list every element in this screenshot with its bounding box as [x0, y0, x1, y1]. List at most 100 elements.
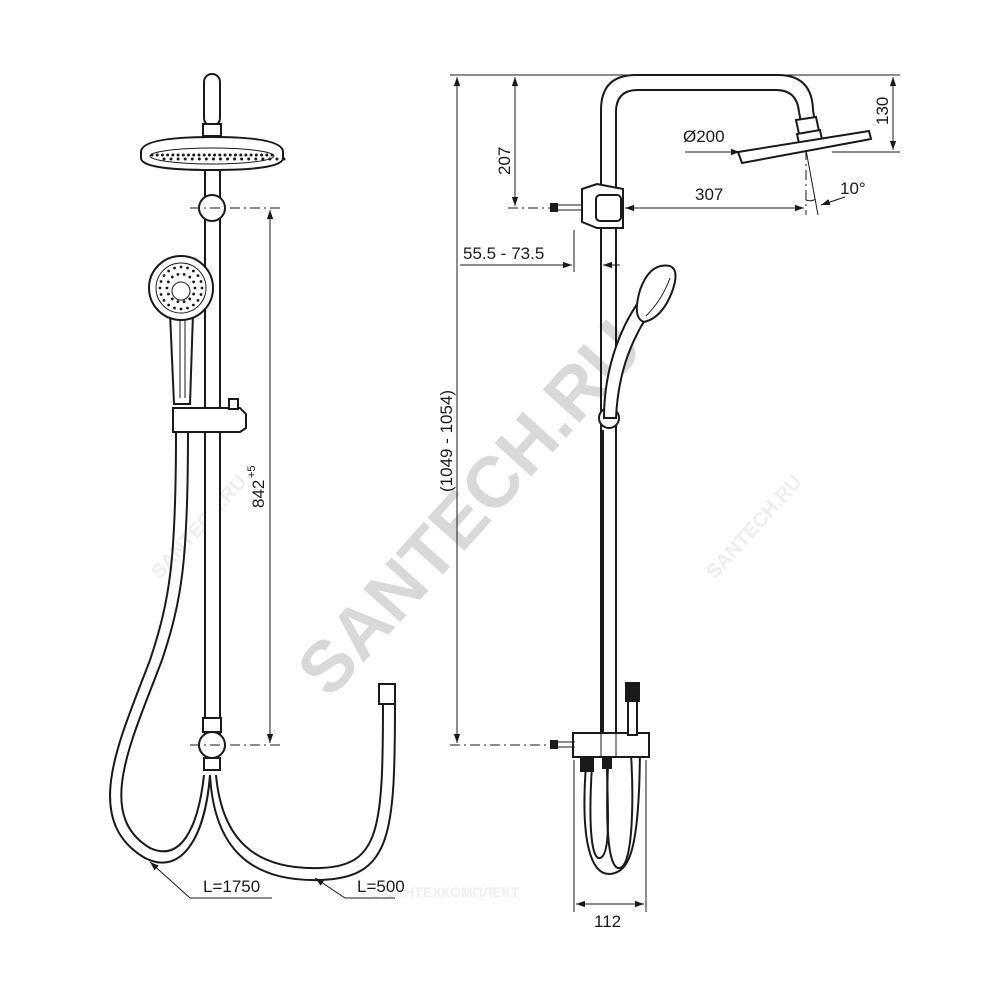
- nozzle-dot: [167, 303, 171, 307]
- nozzle-dot: [199, 280, 203, 283]
- nozzle-dot: [233, 157, 237, 161]
- front-hand-shower-icon: [148, 255, 214, 321]
- nozzle-dot: [166, 280, 170, 284]
- watermark-small-right: SANTECH.RU: [702, 471, 806, 583]
- nozzle-dot: [162, 157, 166, 161]
- nozzle-dot: [282, 157, 286, 161]
- nozzle-dot: [244, 153, 248, 157]
- dim-bottom-width: 112: [594, 912, 621, 931]
- nozzle-dot: [240, 157, 244, 161]
- nozzle-dot: [218, 157, 222, 161]
- nozzle-dot: [192, 280, 196, 284]
- front-hose-long: [109, 431, 211, 864]
- nozzle-dot: [179, 265, 183, 269]
- front-hose-long-inner: [120, 431, 205, 853]
- nozzle-dot: [162, 274, 166, 278]
- nozzle-dot: [173, 266, 176, 270]
- dim-rail-height: 842: [249, 480, 268, 508]
- front-overhead-shower-icon: [140, 135, 286, 172]
- front-slider-knob: [228, 398, 239, 410]
- nozzle-dot: [162, 298, 166, 302]
- side-arm-outer: [600, 74, 816, 745]
- nozzle-dot: [186, 306, 189, 310]
- nozzle-dot: [186, 266, 189, 270]
- nozzle-dot: [202, 153, 206, 157]
- nozzle-dot: [254, 157, 258, 161]
- nozzle-dot: [228, 153, 232, 157]
- nozzle-dot: [187, 153, 191, 157]
- nozzle-dot: [176, 272, 180, 276]
- nozzle-dot: [188, 275, 192, 279]
- nozzle-dot: [167, 269, 171, 273]
- nozzle-dot: [261, 157, 265, 161]
- front-hose-short: [215, 699, 384, 870]
- nozzle-dot: [239, 153, 243, 157]
- nozzle-dot: [226, 157, 230, 161]
- front-rail: [204, 169, 221, 741]
- dim-head-diameter: Ø200: [683, 127, 725, 146]
- nozzle-dot: [196, 298, 200, 302]
- nozzle-dot: [211, 157, 215, 161]
- nozzle-dot: [213, 153, 217, 157]
- side-diverter: [572, 732, 650, 758]
- nozzle-dot: [197, 153, 201, 157]
- nozzle-dot: [193, 286, 197, 290]
- side-arm-inner: [615, 89, 802, 745]
- nozzle-dot: [249, 153, 253, 157]
- nozzle-dot: [268, 157, 272, 161]
- nozzle-dot: [199, 293, 203, 296]
- nozzle-dot: [183, 157, 187, 161]
- nozzle-dot: [171, 153, 175, 157]
- nozzle-dot: [265, 153, 269, 157]
- nozzle-dot: [191, 303, 195, 307]
- side-hose: [589, 430, 610, 859]
- nozzle-dot: [170, 275, 174, 279]
- nozzle-dot: [159, 280, 163, 283]
- dim-wall-offset: 55.5 - 73.5: [463, 244, 544, 263]
- nozzle-dot: [200, 286, 204, 290]
- front-bottom-nut: [203, 757, 221, 771]
- side-hand-shower-icon: [635, 264, 677, 324]
- front-head-connector: [202, 123, 222, 137]
- front-hose-end: [378, 683, 396, 705]
- nozzle-dot: [181, 153, 185, 157]
- nozzle-dot: [150, 153, 154, 157]
- nozzle-dot: [176, 300, 180, 304]
- nozzle-dot: [160, 153, 164, 157]
- nozzle-dot: [247, 157, 251, 161]
- front-slider: [172, 407, 247, 433]
- nozzle-dot: [207, 153, 211, 157]
- side-view: Ø200 10°: [437, 74, 900, 931]
- nozzle-dot: [159, 293, 163, 296]
- side-overhead-shower-icon: [736, 129, 873, 165]
- dim-overall-height: (1049 - 1054): [437, 390, 456, 492]
- side-hose-end: [625, 682, 640, 702]
- front-hose-short-inner: [209, 699, 396, 882]
- watermark-small-left: SANTECH.RU: [147, 471, 251, 583]
- nozzle-dot: [204, 157, 208, 161]
- dim-arm-height: 130: [873, 97, 892, 125]
- front-bottom-fitting: [202, 717, 222, 733]
- nozzle-dot: [254, 153, 258, 157]
- nozzle-dot: [233, 153, 237, 157]
- nozzle-dot: [192, 292, 196, 296]
- nozzle-dot: [182, 272, 186, 276]
- nozzle-dot: [166, 153, 170, 157]
- nozzle-dot: [176, 153, 180, 157]
- watermark-bottom: © САНТЕХКОМПЛЕКТ: [370, 884, 520, 900]
- nozzle-dot: [173, 306, 176, 310]
- nozzle-dot: [260, 153, 264, 157]
- nozzle-dot: [275, 157, 279, 161]
- nozzle-dot: [166, 292, 170, 296]
- dim-arm-reach: 307: [695, 185, 723, 204]
- nozzle-dot: [176, 157, 180, 161]
- nozzle-dot: [218, 153, 222, 157]
- nozzle-dot: [270, 153, 274, 157]
- nozzle-dot: [197, 157, 201, 161]
- nozzle-dot: [158, 286, 162, 290]
- nozzle-dot: [182, 300, 186, 304]
- watermark: SANTECH.RU SANTECH.RU SANTECH.RU © САНТЕ…: [147, 306, 806, 900]
- dim-top-to-bracket: 207: [495, 147, 514, 175]
- dim-hose-short: L=500: [357, 877, 405, 896]
